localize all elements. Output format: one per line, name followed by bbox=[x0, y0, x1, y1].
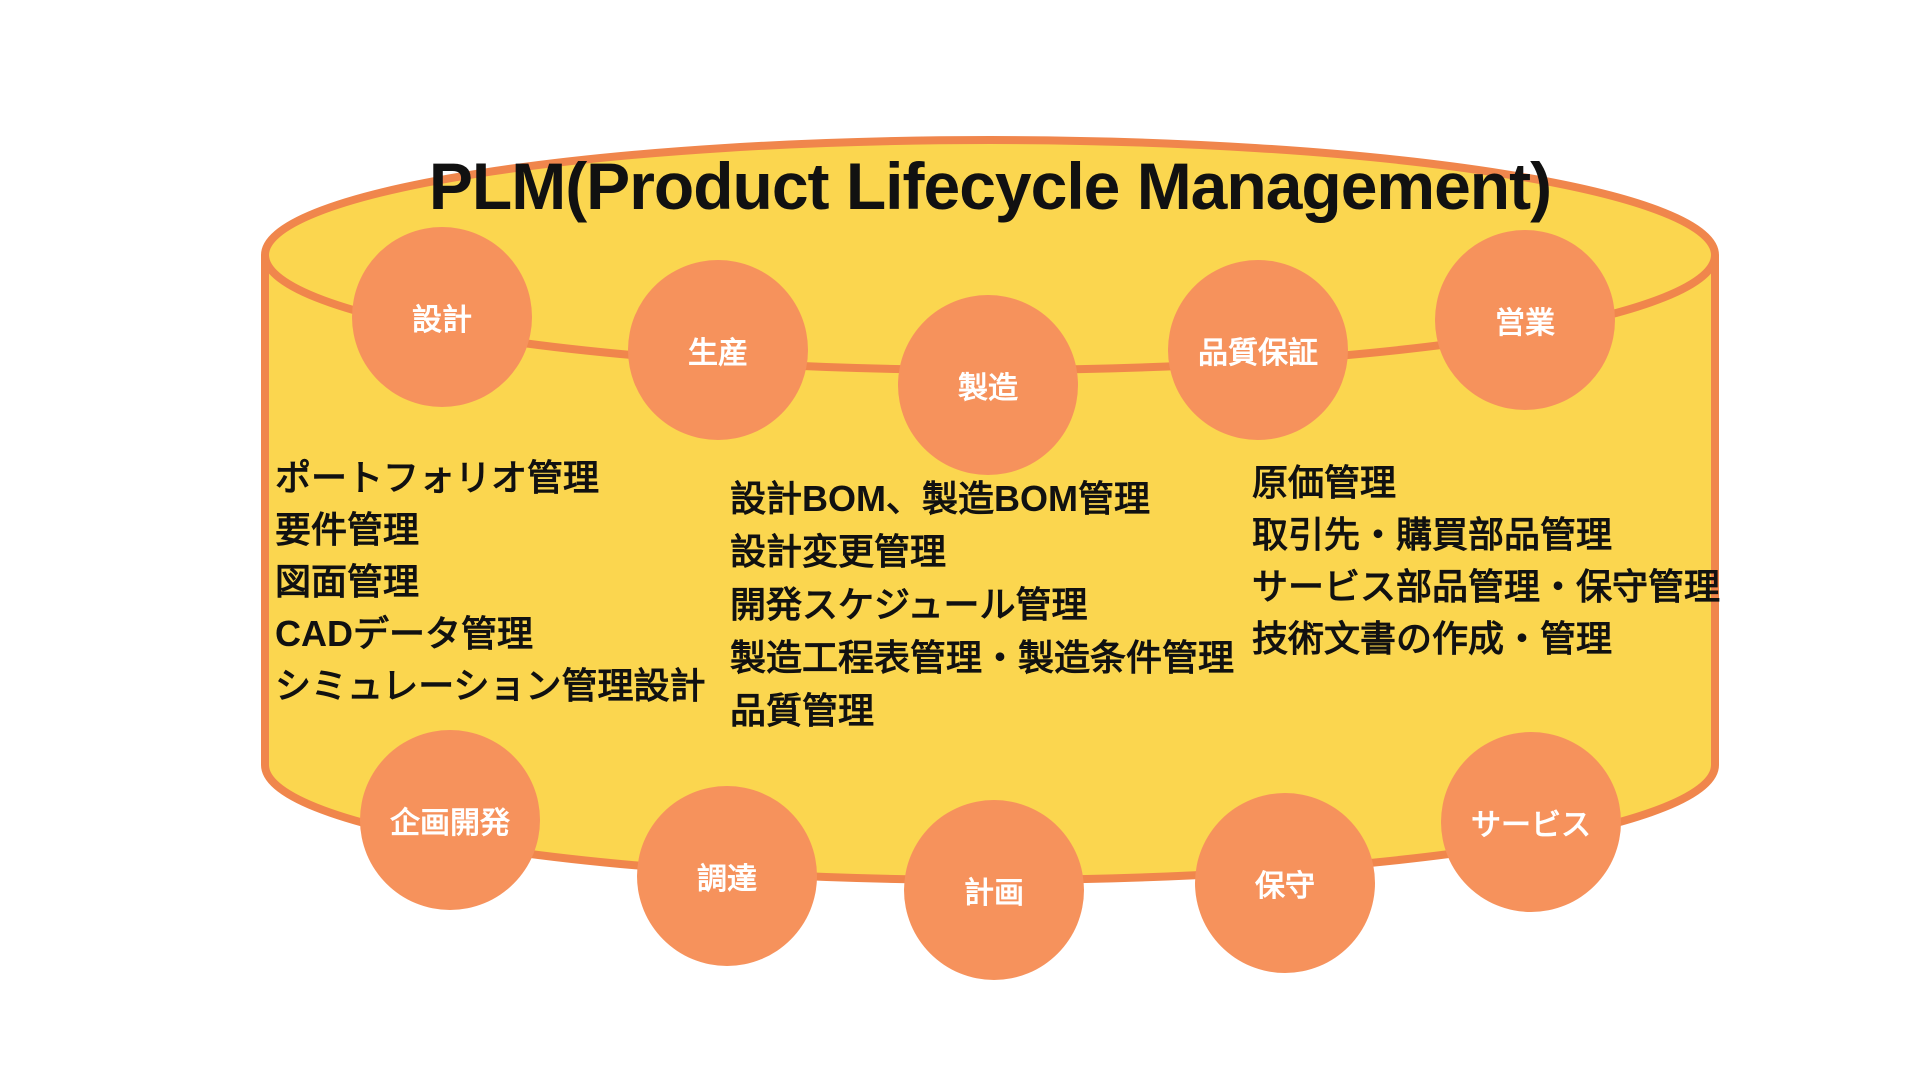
list-item: シミュレーション管理設計 bbox=[275, 665, 706, 706]
phase-label-quality-assurance: 品質保証 bbox=[1198, 337, 1318, 370]
phase-circle-maintenance: 保守 bbox=[1195, 793, 1375, 973]
list-item: 品質管理 bbox=[730, 690, 875, 731]
list-item: 開発スケジュール管理 bbox=[730, 584, 1088, 625]
phase-circle-planning-development: 企画開発 bbox=[360, 730, 540, 910]
design-functions-list: ポートフォリオ管理 要件管理 図面管理 CADデータ管理 シミュレーション管理設… bbox=[275, 452, 706, 712]
list-item: CADデータ管理 bbox=[275, 613, 533, 654]
phase-circle-service: サービス bbox=[1441, 732, 1621, 912]
list-item: 取引先・購買部品管理 bbox=[1252, 514, 1613, 555]
list-item: 原価管理 bbox=[1252, 462, 1397, 503]
phase-label-sales: 営業 bbox=[1495, 307, 1555, 340]
phase-label-planning-development: 企画開発 bbox=[390, 807, 510, 840]
phase-circle-quality-assurance: 品質保証 bbox=[1168, 260, 1348, 440]
phase-circle-procurement: 調達 bbox=[637, 786, 817, 966]
phase-circle-planning: 計画 bbox=[904, 800, 1084, 980]
phase-label-manufacturing: 製造 bbox=[958, 372, 1018, 405]
list-item: 要件管理 bbox=[275, 509, 420, 550]
phase-label-service: サービス bbox=[1471, 809, 1591, 842]
phase-label-production: 生産 bbox=[688, 337, 748, 370]
phase-circle-manufacturing: 製造 bbox=[898, 295, 1078, 475]
list-item: 図面管理 bbox=[275, 561, 420, 602]
list-item: 設計BOM、製造BOM管理 bbox=[730, 478, 1150, 519]
list-item: 設計変更管理 bbox=[730, 531, 947, 572]
manufacturing-functions-list: 設計BOM、製造BOM管理 設計変更管理 開発スケジュール管理 製造工程表管理・… bbox=[730, 472, 1234, 737]
phase-circle-production: 生産 bbox=[628, 260, 808, 440]
service-functions-list: 原価管理 取引先・購買部品管理 サービス部品管理・保守管理 技術文書の作成・管理 bbox=[1252, 457, 1720, 665]
list-item: 製造工程表管理・製造条件管理 bbox=[730, 637, 1235, 678]
phase-circle-sales: 営業 bbox=[1435, 230, 1615, 410]
list-item: サービス部品管理・保守管理 bbox=[1252, 566, 1721, 607]
list-item: 技術文書の作成・管理 bbox=[1252, 618, 1613, 659]
list-item: ポートフォリオ管理 bbox=[275, 457, 600, 498]
phase-label-design: 設計 bbox=[412, 304, 472, 337]
phase-label-procurement: 調達 bbox=[697, 863, 757, 896]
phase-circle-design: 設計 bbox=[352, 227, 532, 407]
diagram-title: PLM(Product Lifecycle Management) bbox=[428, 149, 1552, 223]
phase-label-planning: 計画 bbox=[964, 877, 1024, 910]
phase-label-maintenance: 保守 bbox=[1255, 870, 1315, 903]
